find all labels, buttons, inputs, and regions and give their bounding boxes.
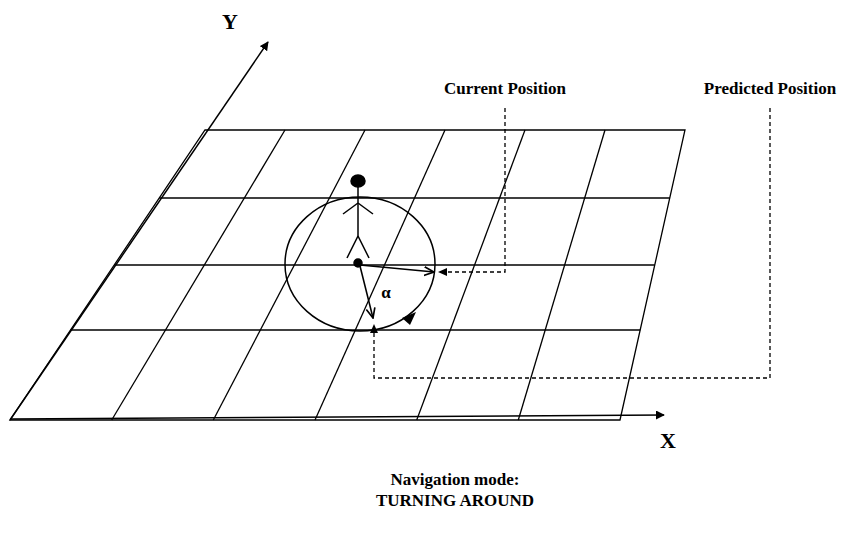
- turning-circle: [285, 197, 435, 331]
- angle-label: α: [381, 283, 391, 303]
- floor-grid: [10, 130, 685, 420]
- callout-label: Current Position: [444, 79, 566, 99]
- axis-label: Y: [222, 9, 238, 35]
- rotation-arrowhead: [402, 312, 416, 325]
- leader-arrowhead: [370, 324, 378, 333]
- callout-label: Predicted Position: [704, 79, 836, 99]
- axis-label: X: [660, 428, 676, 454]
- axes: [10, 42, 664, 420]
- figure-caption: Navigation mode: TURNING AROUND: [370, 469, 540, 511]
- leader-lines: [374, 108, 770, 378]
- person-figure: [343, 175, 373, 267]
- direction-arrows: [360, 265, 434, 318]
- leader-arrowhead: [438, 268, 447, 276]
